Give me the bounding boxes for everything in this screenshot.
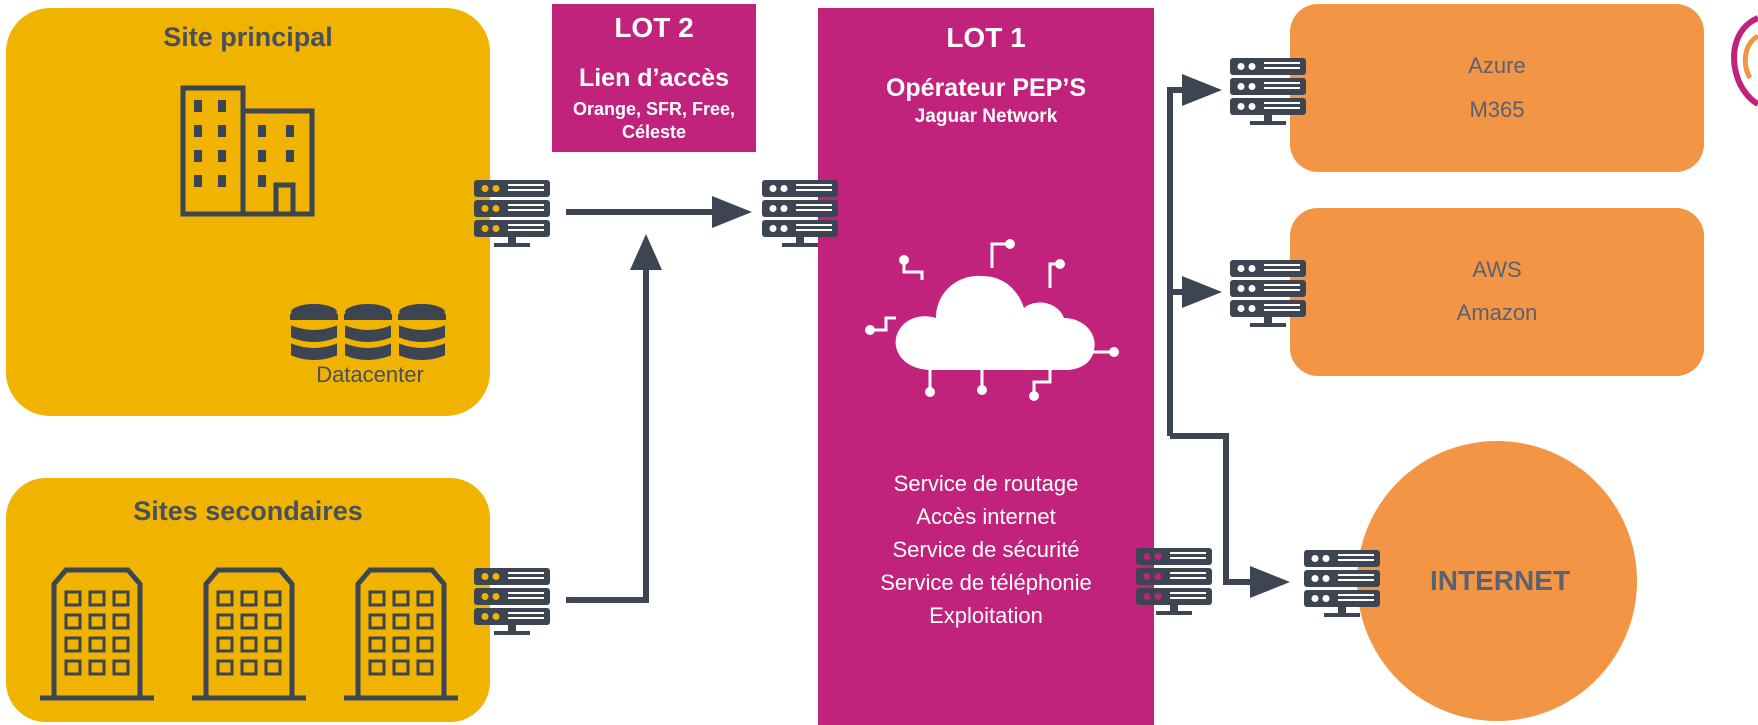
service-security: Service de sécurité bbox=[892, 537, 1080, 562]
lot2-box bbox=[552, 4, 756, 152]
main-site-title: Site principal bbox=[163, 22, 333, 52]
lot1-operator: Jaguar Network bbox=[914, 106, 1058, 127]
server-icon bbox=[1230, 58, 1306, 125]
arrowhead bbox=[1182, 74, 1222, 106]
lot1-subtitle: Opérateur PEP’S bbox=[885, 74, 1087, 102]
connector-lot1-to-azure bbox=[1167, 87, 1190, 436]
aws-label: AWS bbox=[1472, 257, 1522, 282]
azure-box bbox=[1290, 4, 1704, 172]
arrowhead bbox=[1182, 276, 1222, 308]
service-routing: Service de routage bbox=[893, 471, 1079, 496]
service-internet-access: Accès internet bbox=[916, 504, 1056, 529]
lot2-subtitle: Lien d’accès bbox=[578, 64, 730, 92]
server-icon bbox=[1230, 260, 1306, 327]
arrowhead bbox=[1250, 566, 1290, 598]
lot2-providers-line1: Orange, SFR, Free, bbox=[572, 99, 736, 119]
amazon-label: Amazon bbox=[1456, 300, 1538, 325]
building-icon bbox=[192, 567, 306, 701]
service-operations: Exploitation bbox=[929, 603, 1043, 628]
database-icon bbox=[289, 302, 447, 362]
cloud-network-icon bbox=[865, 239, 1119, 401]
building-icon bbox=[344, 567, 458, 701]
office-building-icon bbox=[180, 85, 315, 217]
internet-circle bbox=[1357, 441, 1637, 721]
lot1-title: LOT 1 bbox=[946, 22, 1026, 53]
secondary-sites-title: Sites secondaires bbox=[133, 496, 363, 526]
internet-label: INTERNET bbox=[1430, 565, 1570, 596]
lot2-title: LOT 2 bbox=[614, 12, 694, 43]
datacenter-label: Datacenter bbox=[316, 362, 424, 387]
connector-secondary-to-main-line bbox=[566, 266, 649, 603]
brand-logo-icon bbox=[1731, 15, 1758, 107]
server-icon bbox=[474, 568, 550, 635]
server-icon bbox=[1136, 548, 1212, 615]
aws-box bbox=[1290, 208, 1704, 376]
lot2-providers-line2: Céleste bbox=[621, 122, 687, 142]
server-icon bbox=[1304, 550, 1380, 617]
connector-lot1-to-internet bbox=[1170, 433, 1254, 585]
azure-label: Azure bbox=[1468, 53, 1526, 78]
server-icon bbox=[474, 180, 550, 247]
m365-label: M365 bbox=[1469, 97, 1525, 122]
service-telephony: Service de téléphonie bbox=[880, 570, 1092, 595]
arrowhead bbox=[630, 234, 662, 270]
arrowhead bbox=[712, 196, 752, 228]
building-icon bbox=[40, 567, 154, 701]
server-icon bbox=[762, 180, 838, 247]
